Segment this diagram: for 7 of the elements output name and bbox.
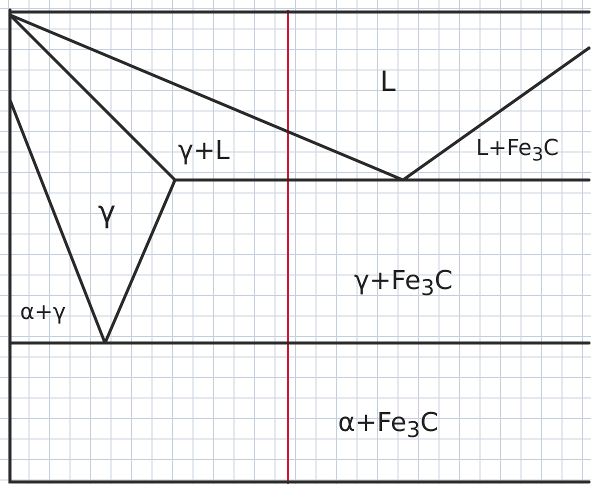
phase-label: γ+Fe$_{3}$C — [354, 268, 453, 300]
phase-label: γ — [98, 198, 116, 228]
phase-label: L — [380, 68, 396, 96]
phase-label: α+Fe$_{3}$C — [338, 410, 438, 442]
phase-label: L+Fe$_{3}$C — [476, 138, 559, 165]
phase-label: γ+L — [178, 138, 230, 164]
phase-label: α+γ — [20, 302, 66, 324]
